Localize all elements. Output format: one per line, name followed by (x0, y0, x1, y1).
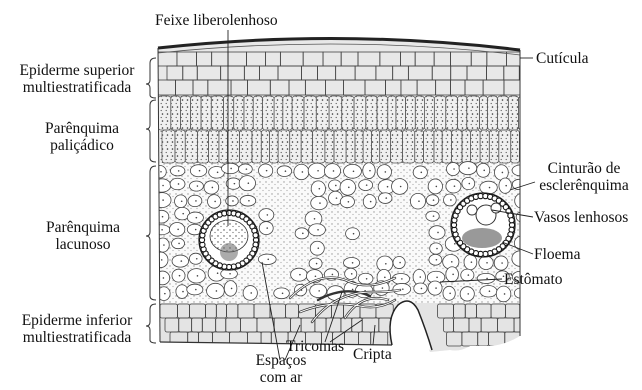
vascular-bundle-left (199, 210, 259, 270)
label-parenquima-palicadico-line2: paliçádico (22, 137, 142, 154)
label-vasos-lenhosos: Vasos lenhosos (534, 209, 628, 226)
vascular-bundle-right (451, 193, 515, 257)
label-parenquima-lacunoso-line1: Parênquima (24, 219, 142, 236)
label-cripta: Cripta (353, 346, 392, 363)
label-epiderme-superior: Epiderme superior multiestratificada (4, 62, 150, 96)
label-feixe-liberolenhoso: Feixe liberolenhoso (155, 12, 278, 29)
label-parenquima-lacunoso-line2: lacunoso (24, 236, 142, 253)
label-cinturao-line1: Cinturão de (527, 160, 641, 177)
label-espacos-line1: Espaços (236, 352, 326, 369)
label-espacos-com-ar: Espaços com ar (236, 352, 326, 386)
label-cinturao-line2: esclerênquima (527, 177, 641, 194)
label-floema: Floema (534, 246, 581, 263)
label-espacos-line2: com ar (236, 369, 326, 386)
braces-left (146, 58, 156, 343)
label-epiderme-superior-line2: multiestratificada (4, 79, 150, 96)
label-epiderme-superior-line1: Epiderme superior (4, 62, 150, 79)
label-parenquima-palicadico: Parênquima paliçádico (22, 120, 142, 154)
label-cuticula: Cutícula (536, 50, 589, 67)
leaf-body (150, 25, 541, 355)
label-epiderme-inferior: Epiderme inferior multiestratificada (4, 312, 150, 346)
label-estomato: Estômato (504, 271, 563, 288)
label-parenquima-lacunoso: Parênquima lacunoso (24, 219, 142, 253)
label-epiderme-inferior-line2: multiestratificada (4, 329, 150, 346)
label-epiderme-inferior-line1: Epiderme inferior (4, 312, 150, 329)
label-cinturao-esclerenquima: Cinturão de esclerênquima (527, 160, 641, 194)
label-parenquima-palicadico-line1: Parênquima (22, 120, 142, 137)
